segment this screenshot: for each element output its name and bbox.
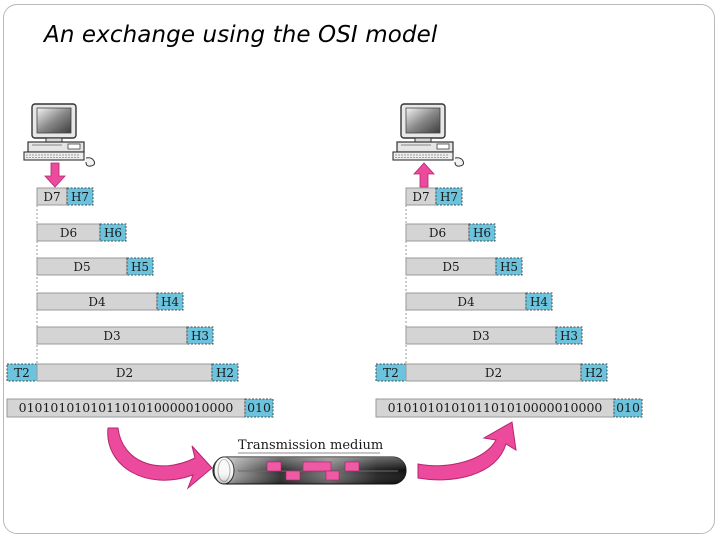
- bits-tail-segment: [613, 398, 643, 418]
- data-3-label: D3: [472, 329, 489, 343]
- header-2-label: H2: [216, 366, 234, 380]
- header-7-segment: [66, 187, 94, 206]
- header-5-label: H5: [500, 260, 518, 274]
- header-6-label: H6: [104, 226, 122, 240]
- layer-5-row: D5 H5: [36, 257, 154, 276]
- data-5-label: D5: [442, 260, 459, 274]
- header-5-segment: [495, 257, 523, 276]
- header-4-label: H4: [161, 295, 179, 309]
- receiver-computer-icon: [392, 103, 465, 167]
- header-3-segment: [186, 326, 214, 345]
- layer-4-row: D4 H4: [36, 292, 184, 311]
- trailer-2-label: T2: [383, 366, 399, 380]
- header-6-label: H6: [473, 226, 491, 240]
- data-2-label: D2: [116, 366, 133, 380]
- header-2-segment: [580, 363, 608, 382]
- data-6-label: D6: [429, 226, 446, 240]
- layer-2-row: T2 D2 H2: [375, 363, 608, 382]
- bits-label: 010101010101101010000010000: [388, 400, 603, 415]
- header-6-segment: [99, 223, 127, 242]
- data-4-label: D4: [88, 295, 106, 309]
- header-4-segment: [156, 292, 184, 311]
- layer-6-row: D6 H6: [405, 223, 496, 242]
- header-3-label: H3: [560, 329, 578, 343]
- header-7-segment: [435, 187, 463, 206]
- layer-6-row: D6 H6: [36, 223, 127, 242]
- data-4-label: D4: [457, 295, 475, 309]
- header-3-label: H3: [191, 329, 209, 343]
- header-5-segment: [126, 257, 154, 276]
- trailer-2-label: T2: [14, 366, 30, 380]
- bits-row: 010101010101101010000010000 010: [6, 398, 274, 418]
- bits-tail-label: 010: [247, 400, 271, 415]
- bits-tail-label: 010: [616, 400, 640, 415]
- layer-7-row: D7 H7: [405, 187, 463, 206]
- bits-label: 010101010101101010000010000: [19, 400, 234, 415]
- header-7-label: H7: [440, 190, 458, 204]
- header-4-segment: [525, 292, 553, 311]
- left-curved-arrow-icon: [107, 427, 213, 490]
- header-2-segment: [211, 363, 239, 382]
- slide-title: An exchange using the OSI model: [44, 22, 438, 48]
- medium-label: Transmission medium: [238, 438, 383, 453]
- data-3-label: D3: [103, 329, 120, 343]
- bits-row: 010101010101101010000010000 010: [375, 398, 643, 418]
- cable-icon: [212, 456, 407, 485]
- header-5-label: H5: [131, 260, 149, 274]
- data-7-label: D7: [412, 190, 429, 204]
- down-arrow-icon: [44, 162, 66, 188]
- data-7-label: D7: [43, 190, 60, 204]
- layer-3-row: D3 H3: [36, 326, 214, 345]
- layer-5-row: D5 H5: [405, 257, 523, 276]
- header-2-label: H2: [585, 366, 603, 380]
- header-7-label: H7: [71, 190, 89, 204]
- right-curved-arrow-icon: [417, 421, 517, 481]
- data-5-label: D5: [73, 260, 90, 274]
- header-6-segment: [468, 223, 496, 242]
- bits-tail-segment: [244, 398, 274, 418]
- header-3-segment: [555, 326, 583, 345]
- up-arrow-icon: [413, 162, 435, 188]
- data-6-label: D6: [60, 226, 77, 240]
- sender-computer-icon: [23, 103, 96, 167]
- header-4-label: H4: [530, 295, 548, 309]
- layer-7-row: D7 H7: [36, 187, 94, 206]
- data-2-label: D2: [485, 366, 502, 380]
- layer-4-row: D4 H4: [405, 292, 553, 311]
- layer-2-row: T2 D2 H2: [6, 363, 239, 382]
- layer-3-row: D3 H3: [405, 326, 583, 345]
